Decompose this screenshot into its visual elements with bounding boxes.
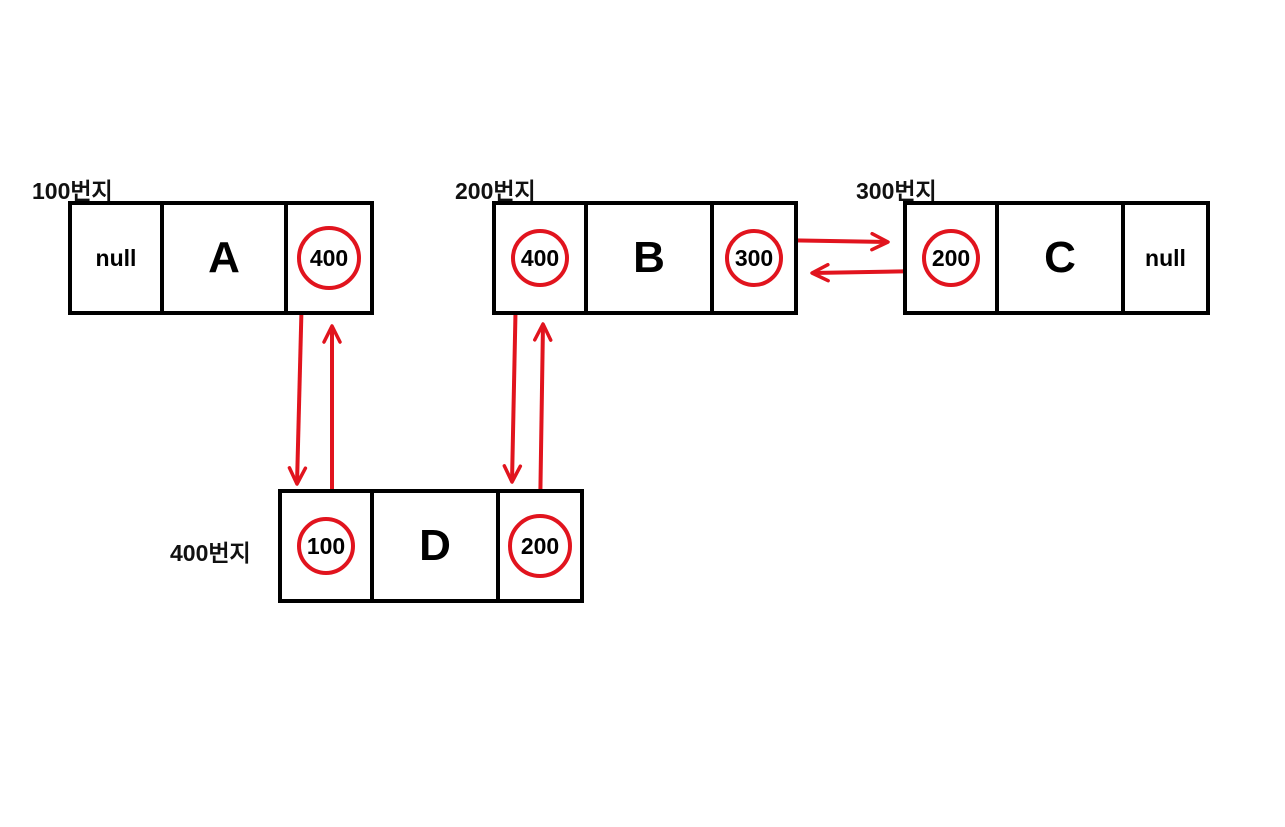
node-b-next-cell: 300	[710, 205, 794, 311]
node-c-data-cell: C	[995, 205, 1121, 311]
node-d-next-value: 200	[520, 532, 560, 559]
node-a-next-cell: 400	[284, 205, 370, 311]
node-c-next-value: null	[1145, 244, 1186, 271]
node-d-address-label: 400번지	[170, 540, 251, 566]
node-b-next-value: 300	[734, 244, 774, 271]
node-b-prev-value: 400	[520, 244, 560, 271]
node-b-next-highlight	[725, 229, 783, 287]
node-d-prev-highlight	[297, 517, 355, 575]
arrow-d-to-b	[533, 322, 553, 517]
node-c-address-label: 300번지	[856, 178, 937, 204]
node-a-data-cell: A	[160, 205, 284, 311]
node-d: 100 D 200	[278, 489, 584, 603]
node-d-prev-value: 100	[306, 532, 346, 559]
node-c-prev-value: 200	[931, 244, 971, 271]
node-d-prev-cell: 100	[282, 493, 370, 599]
node-b-prev-highlight	[511, 229, 569, 287]
node-d-next-cell: 200	[496, 493, 580, 599]
node-a-address-label: 100번지	[32, 178, 113, 204]
node-b-prev-cell: 400	[496, 205, 584, 311]
arrow-a-to-d	[287, 289, 308, 486]
node-d-data-cell: D	[370, 493, 496, 599]
node-a-data-value: A	[208, 233, 240, 282]
node-c-data-value: C	[1044, 233, 1076, 282]
node-a: null A 400	[68, 201, 374, 315]
node-c: 200 C null	[903, 201, 1210, 315]
node-c-prev-cell: 200	[907, 205, 995, 311]
node-c-prev-highlight	[922, 229, 980, 287]
node-d-data-value: D	[419, 521, 451, 570]
node-a-next-value: 400	[309, 244, 349, 271]
node-b: 400 B 300	[492, 201, 798, 315]
node-b-address-label: 200번지	[455, 178, 536, 204]
node-b-data-cell: B	[584, 205, 710, 311]
arrow-b-to-d	[502, 287, 523, 484]
node-a-prev-value: null	[95, 244, 137, 271]
node-b-data-value: B	[633, 233, 665, 282]
node-a-prev-cell: null	[72, 205, 160, 311]
node-d-next-highlight	[508, 514, 572, 578]
node-c-next-cell: null	[1121, 205, 1206, 311]
node-a-next-highlight	[297, 226, 361, 290]
